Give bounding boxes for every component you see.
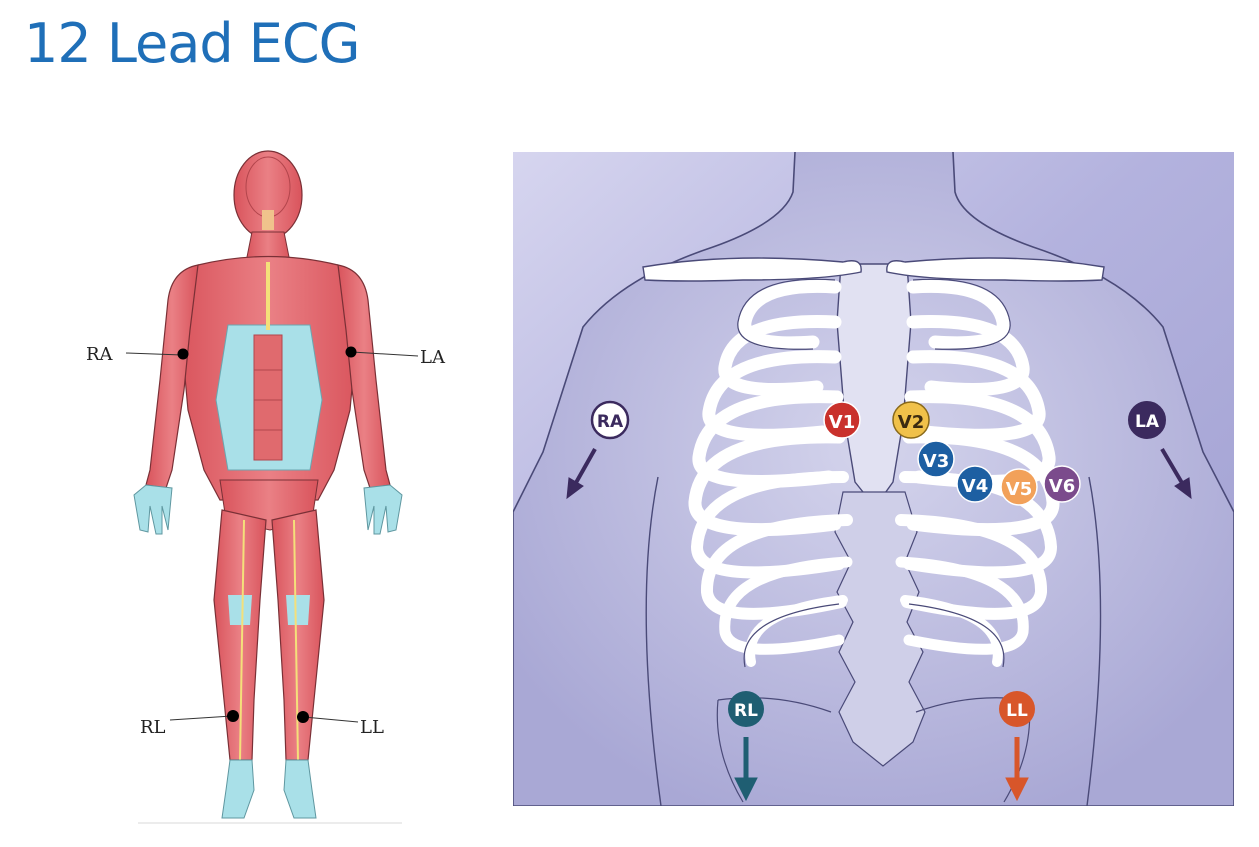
left-arm-shape [337,264,391,489]
svg-text:V2: V2 [898,412,924,433]
la-electrode-dot [345,346,357,358]
la-label: LA [420,347,446,368]
ra-electrode-dot [177,348,189,360]
svg-text:RL: RL [734,701,758,721]
ll-badge: LL [999,691,1035,727]
v6-badge: V6 [1043,465,1081,503]
ra-label: RA [86,344,114,365]
ll-label: LL [360,717,384,738]
svg-text:V6: V6 [1049,476,1075,497]
svg-text:V3: V3 [923,451,949,472]
v3-badge: V3 [917,440,955,478]
body-figure [133,150,403,824]
la-arrow [1160,447,1192,500]
ll-electrode-dot [297,711,309,723]
rl-badge: RL [728,691,764,727]
la-badge: LA [1128,401,1166,439]
limb-lead-figure: RA LA RL LL [86,150,446,824]
v5-badge: V5 [1000,468,1038,506]
ll-arrow [1005,737,1029,802]
right-ribs [688,279,853,667]
right-arm-shape [145,264,199,489]
rl-electrode-dot [227,710,239,722]
ra-badge: RA [590,400,630,440]
right-clavicle [642,257,862,282]
v1-badge: V1 [823,401,861,439]
ra-arrow [566,448,597,500]
v2-badge: V2 [892,401,930,439]
v4-badge: V4 [956,465,994,503]
svg-text:LL: LL [1006,701,1028,721]
left-clavicle [886,257,1105,282]
svg-text:V4: V4 [962,476,988,497]
svg-text:LA: LA [1135,412,1160,432]
rl-arrow [734,737,758,802]
rl-label: RL [140,717,166,738]
slide-title: 12 Lead ECG [24,12,360,75]
chest-lead-diagram: RA LA RL LL V1 V2 V3 [513,152,1234,806]
svg-text:RA: RA [597,412,624,432]
svg-text:V1: V1 [829,412,855,433]
svg-text:V5: V5 [1006,479,1032,500]
